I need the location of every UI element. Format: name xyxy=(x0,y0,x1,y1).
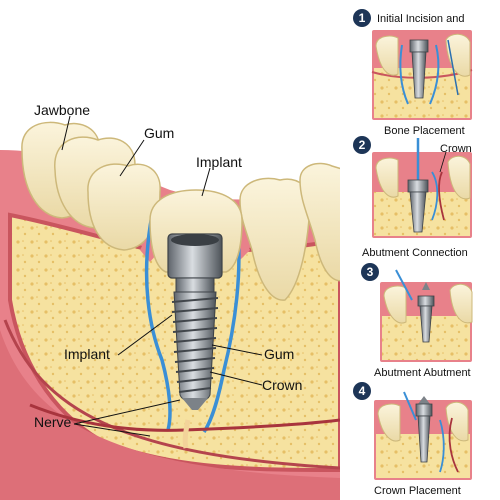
step-2-inner-label: Crown xyxy=(440,143,472,155)
label-gum-top: Gum xyxy=(144,125,174,141)
step-1-badge xyxy=(353,9,371,27)
label-nerve: Nerve xyxy=(34,414,72,430)
step-3-illustration xyxy=(380,269,473,362)
step-2: 2 Crown Abutment Connection xyxy=(353,136,472,259)
step-1-caption: Bone Placement xyxy=(384,125,465,137)
step-3-badge xyxy=(361,263,379,281)
gum-line-lower xyxy=(3,319,340,470)
label-gum-right: Gum xyxy=(264,346,294,362)
label-crown: Crown xyxy=(262,377,302,393)
step-2-illustration xyxy=(372,138,472,238)
step-1-number: 1 xyxy=(359,11,366,25)
step-2-badge xyxy=(353,136,371,154)
label-jawbone: Jawbone xyxy=(34,102,90,118)
step-4-badge xyxy=(353,382,371,400)
implant-screw xyxy=(171,291,219,410)
molar-teeth xyxy=(21,121,161,251)
nerve-line-right xyxy=(202,214,241,433)
step-4-caption: Crown Placement xyxy=(374,485,461,497)
label-implant-top: Implant xyxy=(196,154,242,170)
step-2-number: 2 xyxy=(359,138,366,152)
step-3-caption: Abutment Abutment xyxy=(374,367,471,379)
step-4-number: 4 xyxy=(359,384,366,398)
implant-abutment xyxy=(167,233,223,293)
step-1-illustration xyxy=(371,30,473,120)
leader-lines xyxy=(61,115,263,437)
step-1-title: Initial Incision and xyxy=(377,13,464,25)
lower-gum-band xyxy=(0,330,340,500)
label-implant-left: Implant xyxy=(64,346,110,362)
step-4-illustration xyxy=(374,391,472,480)
main-illustration: Jawbone Gum Implant Implant Gum Crown Ne… xyxy=(0,102,340,500)
step-4: 4 Crown Placement xyxy=(353,382,472,497)
nerve-line-left xyxy=(144,214,172,431)
step-3: 3 Abutment Abutment xyxy=(361,263,473,379)
step-2-caption: Abutment Connection xyxy=(362,247,468,259)
adjacent-teeth xyxy=(239,162,340,301)
step-1: 1 Initial Incision and Bone Placement xyxy=(353,9,473,137)
step-3-number: 3 xyxy=(367,265,374,279)
